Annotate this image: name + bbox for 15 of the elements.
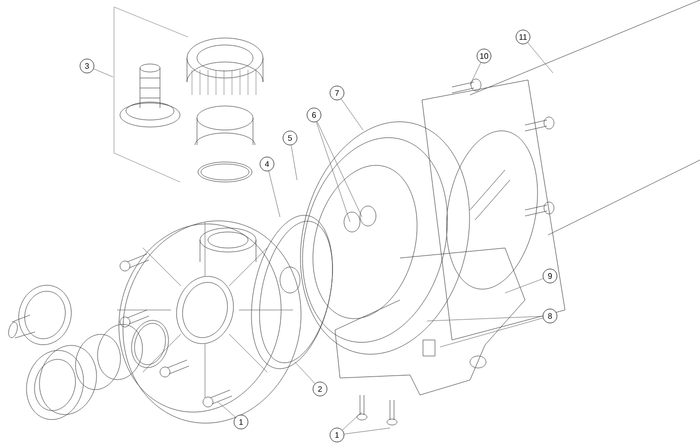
- leader-line: [470, 62, 482, 86]
- leader-line: [426, 316, 543, 322]
- leader-line: [294, 362, 316, 384]
- leader-line: [268, 170, 280, 218]
- leader-line: [316, 121, 362, 218]
- leader-line: [340, 98, 364, 130]
- leader-line: [342, 412, 362, 430]
- leader-line: [218, 402, 236, 418]
- leader-line: [527, 42, 554, 74]
- leader-line: [93, 68, 114, 78]
- leader-line: [504, 278, 544, 294]
- leader-line: [316, 122, 350, 222]
- leader-line: [291, 144, 298, 180]
- leader-line: [440, 318, 544, 348]
- leader-line: [344, 428, 390, 434]
